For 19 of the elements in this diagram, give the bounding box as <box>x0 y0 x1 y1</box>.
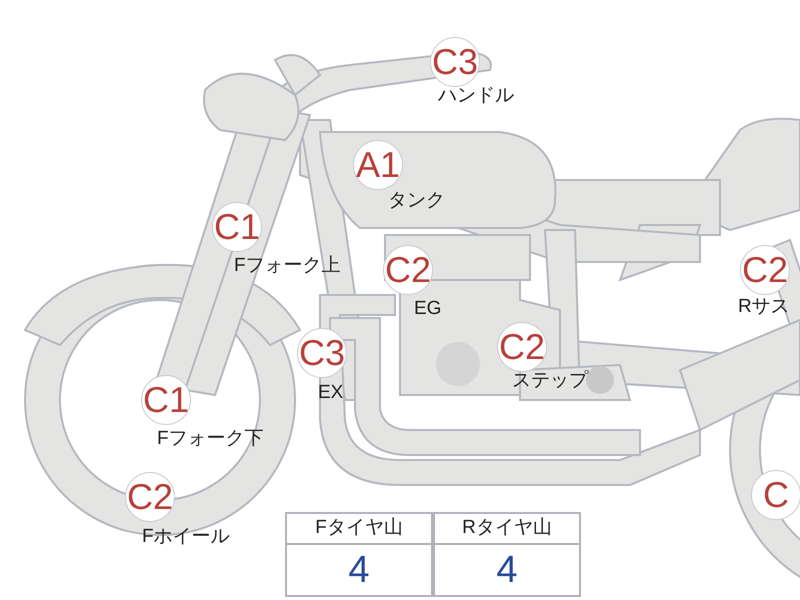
part-label: EG <box>414 299 442 318</box>
table-value-cell: 4 <box>285 545 433 597</box>
grade-badge: C1 <box>141 375 191 425</box>
part-label: Fフォーク下 <box>157 429 264 448</box>
part-label: ハンドル <box>438 86 514 105</box>
grade-badge: C2 <box>740 245 790 295</box>
grade-badge: C3 <box>297 328 347 378</box>
part-label: タンク <box>388 191 445 210</box>
table-header-cell: Fタイヤ山 <box>285 512 433 545</box>
table-value-cell: 4 <box>433 545 581 597</box>
table-header-cell: Rタイヤ山 <box>433 512 581 545</box>
part-label: EX <box>318 383 344 402</box>
part-label: Fホイール <box>142 527 230 546</box>
grade-badge: C2 <box>125 472 175 522</box>
part-label: ステップ <box>512 371 588 390</box>
part-label: Rサス <box>738 297 790 316</box>
grade-badge: C3 <box>430 37 480 87</box>
part-label: Fフォーク上 <box>234 256 341 275</box>
grade-badge: C <box>751 470 800 520</box>
